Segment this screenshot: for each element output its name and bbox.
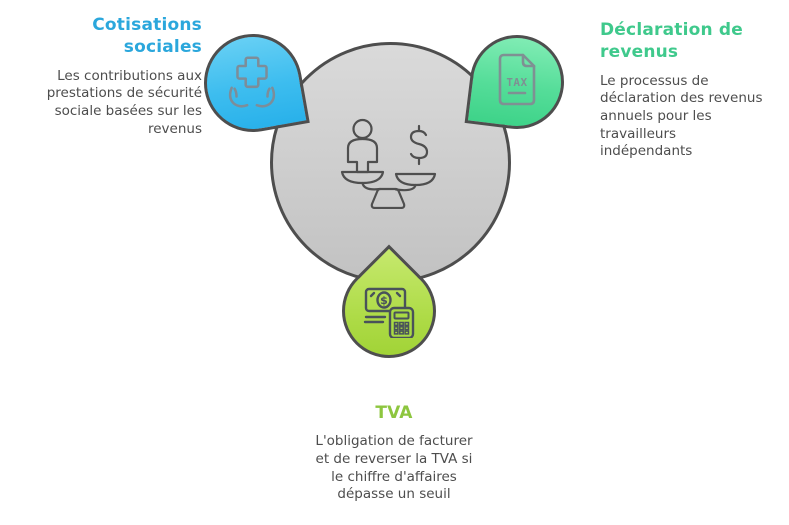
- node-title-cotisations-sociales: Cotisations sociales: [92, 15, 202, 58]
- node-description-cotisations-sociales: Les contributions aux prestations de séc…: [46, 67, 202, 137]
- node-description-tva: L'obligation de facturer et de reverser …: [315, 433, 473, 503]
- tax-document-label: TAX: [506, 76, 527, 89]
- tax-document-icon: TAX: [496, 53, 540, 107]
- hands-holding-medical-cross-icon: [221, 51, 283, 111]
- banknote-dollar-symbol: $: [380, 294, 388, 307]
- node-title-tva: TVA: [375, 403, 413, 423]
- pin-declaration-de-revenus: TAX: [464, 29, 570, 135]
- node-title-declaration-de-revenus: Déclaration de revenus: [600, 20, 744, 63]
- node-block-tva: TVA L'obligation de facturer et de rever…: [289, 402, 499, 504]
- node-block-declaration-de-revenus: Déclaration de revenus Le processus de d…: [600, 19, 788, 161]
- balance-scale-person-money-icon: [340, 118, 437, 209]
- pin-tva: $: [322, 244, 456, 378]
- pin-cotisations-sociales: [196, 26, 310, 140]
- node-description-declaration-de-revenus: Le processus de déclaration des revenus …: [600, 72, 763, 160]
- banknote-calculator-icon: $: [363, 286, 415, 340]
- node-block-cotisations-sociales: Cotisations sociales Les contributions a…: [6, 14, 202, 138]
